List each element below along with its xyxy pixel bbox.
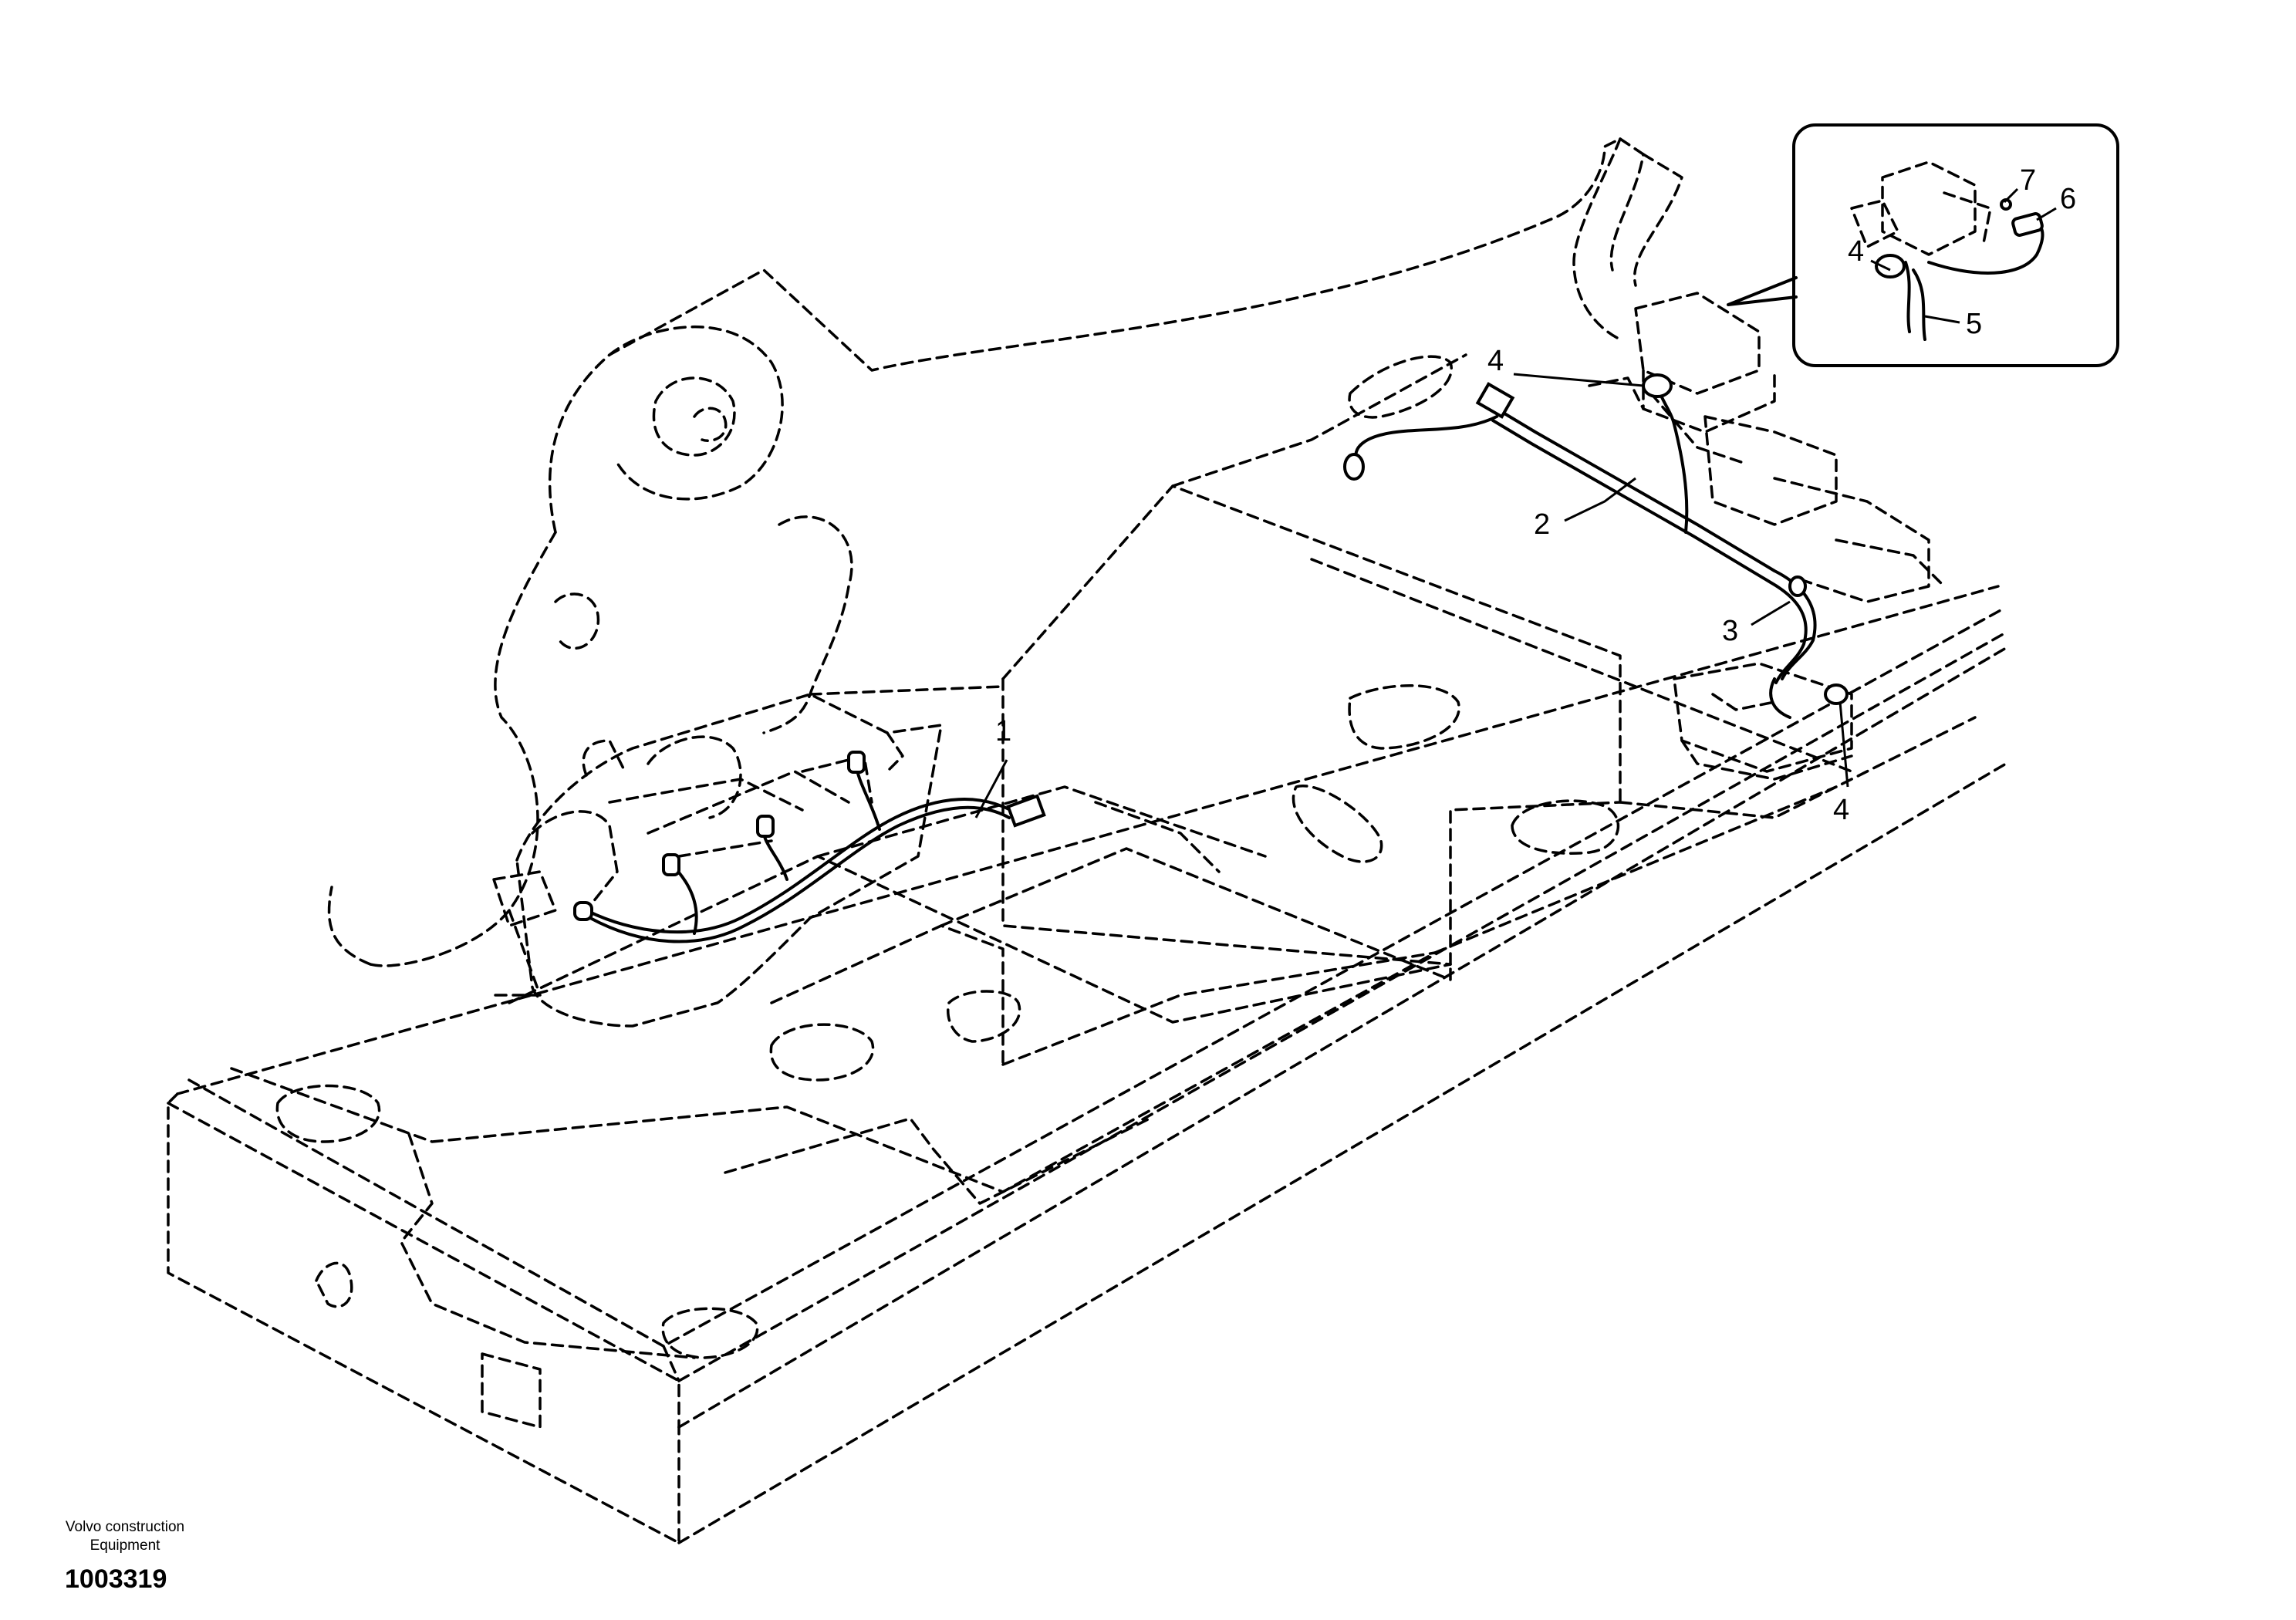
document-number: 1003319 <box>65 1564 167 1594</box>
callout-1: 1 <box>995 715 1011 748</box>
leader-lines <box>974 187 2057 818</box>
connector-1 <box>1006 794 1046 828</box>
callout-6: 6 <box>2060 183 2076 215</box>
chassis-frame <box>167 353 2007 1544</box>
control-valve-block <box>492 693 943 1028</box>
harness-2 <box>1343 373 1849 719</box>
harness-1 <box>573 751 1046 943</box>
callout-2: 2 <box>1534 508 1550 541</box>
connector-2 <box>1475 382 1515 419</box>
callout-4-upper: 4 <box>1487 345 1504 377</box>
company-name: Volvo construction Equipment <box>48 1518 202 1555</box>
company-line-2: Equipment <box>89 1537 160 1554</box>
right-valve-cluster <box>1588 292 1946 781</box>
company-line-1: Volvo construction <box>65 1519 185 1535</box>
callout-7: 7 <box>2020 164 2036 197</box>
frame-cutouts <box>275 355 1620 1429</box>
callout-4-detail: 4 <box>1848 235 1864 268</box>
boom-support <box>327 137 1683 997</box>
callout-3: 3 <box>1722 615 1738 647</box>
callout-4-lower: 4 <box>1833 794 1849 826</box>
detail-inset <box>1727 123 2119 367</box>
callouts: 1 2 3 4 4 4 5 6 7 <box>995 164 2076 826</box>
callout-5: 5 <box>1966 308 1982 340</box>
